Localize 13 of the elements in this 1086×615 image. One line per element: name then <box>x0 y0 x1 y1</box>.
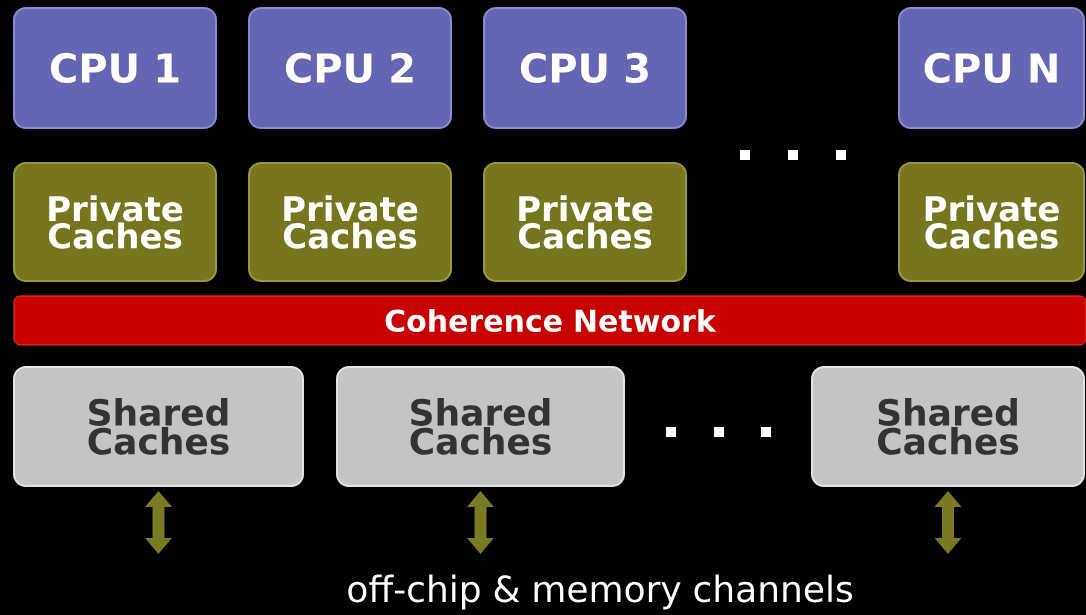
cache-box: Private Caches <box>483 162 687 282</box>
caption-text: off-chip & memory channels <box>348 574 852 610</box>
cpu-box: CPU 1 <box>13 7 217 129</box>
cache-box: Shared Caches <box>811 366 1085 487</box>
cache-box: Private Caches <box>248 162 452 282</box>
cpu-box: CPU 3 <box>483 7 687 129</box>
cpu-box: CPU N <box>898 7 1085 129</box>
cache-box: Private Caches <box>898 162 1085 282</box>
cache-box: Shared Caches <box>336 366 625 487</box>
cache-box: Private Caches <box>13 162 217 282</box>
cpu-box: CPU 2 <box>248 7 452 129</box>
network-band: Coherence Network <box>13 295 1086 346</box>
cache-box: Shared Caches <box>13 366 304 487</box>
